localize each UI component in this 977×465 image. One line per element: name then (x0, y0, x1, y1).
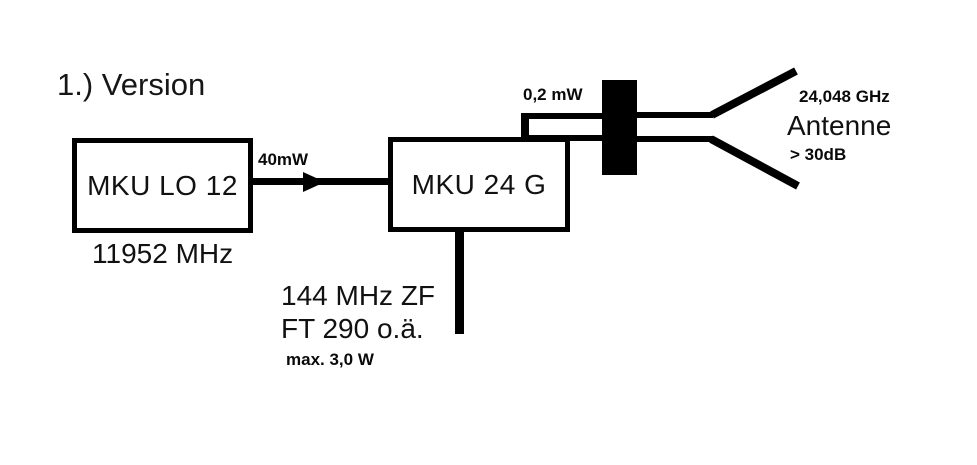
diagram-title: 1.) Version (57, 67, 206, 102)
mixer-output-power-label: 0,2 mW (523, 85, 583, 104)
arrow-right-icon (303, 172, 325, 192)
lo-frequency-label: 11952 MHz (92, 238, 234, 269)
if-rig-label: FT 290 o.ä. (281, 313, 424, 344)
antenna-horn-lower-line (709, 135, 800, 190)
antenna-gain-label: > 30dB (790, 145, 847, 164)
block-mku-lo-12: MKU LO 12 (72, 138, 253, 233)
if-input-line (455, 230, 464, 334)
if-frequency-label: 144 MHz ZF (281, 280, 436, 311)
antenna-name-label: Antenne (787, 110, 892, 141)
block-mku-24-g-label: MKU 24 G (411, 168, 547, 200)
block-mku-24-g: MKU 24 G (388, 137, 570, 232)
if-max-power-label: max. 3,0 W (286, 350, 374, 369)
lo-output-power-label: 40mW (258, 150, 309, 169)
mixer-to-filter-line-left (521, 113, 529, 142)
waveguide-line-top (637, 112, 713, 118)
waveguide-line-bottom (637, 136, 713, 142)
block-mku-lo-12-label: MKU LO 12 (87, 169, 238, 201)
mixer-to-filter-line-bottom (521, 135, 602, 141)
mixer-to-filter-line-top (521, 113, 602, 119)
antenna-frequency-label: 24,048 GHz (799, 87, 890, 106)
antenna-horn-upper-line (710, 67, 798, 119)
waveguide-transition-block (602, 80, 637, 175)
